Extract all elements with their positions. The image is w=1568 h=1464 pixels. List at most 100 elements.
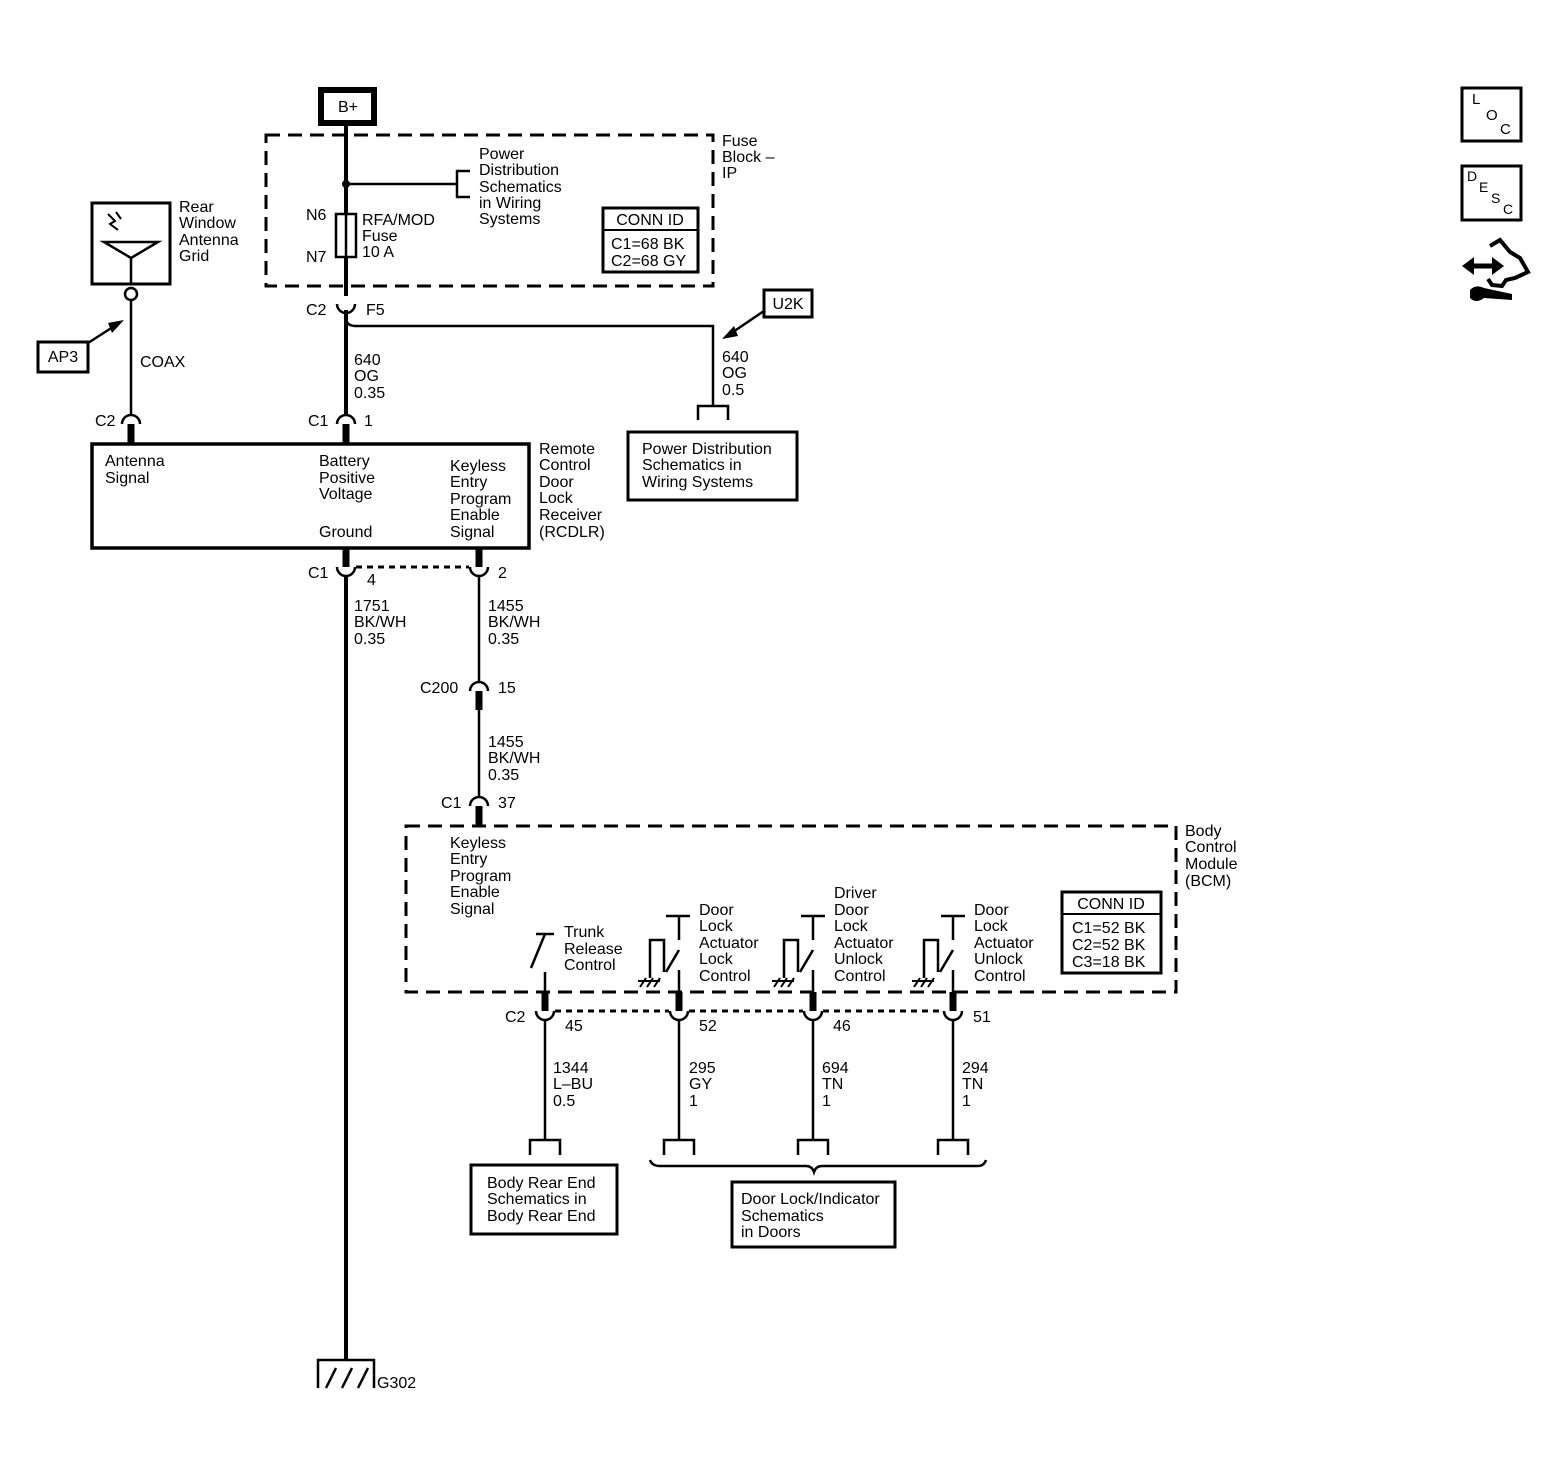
desc-icon[interactable]: D E S C bbox=[1460, 164, 1523, 222]
switch-2-label-1: Door bbox=[699, 902, 734, 919]
door-unlock-switch: Door Lock Actuator Unlock Control bbox=[912, 902, 1034, 992]
power-dist-destination-box bbox=[626, 430, 799, 502]
wire-2-line-1: 295 bbox=[689, 1060, 716, 1077]
branch-wire-line-1: 640 bbox=[722, 349, 749, 366]
power-dist-dest-1: Power Distribution bbox=[642, 441, 772, 458]
arrows-wrench-icon[interactable] bbox=[1462, 237, 1531, 301]
desc-icon-e: E bbox=[1479, 179, 1488, 195]
feed-wire-line-1: 640 bbox=[354, 352, 381, 369]
fuse-conn-id-line-1: C1=68 BK bbox=[611, 236, 685, 253]
rcdlr-keyless-4: Enable bbox=[450, 507, 500, 524]
ground-wire-line-1: 1751 bbox=[354, 598, 390, 615]
antenna-label-1: Rear bbox=[179, 199, 214, 216]
wire-3-line-3: 1 bbox=[822, 1093, 831, 1110]
keyless-wire-1-line-3: 0.35 bbox=[488, 631, 519, 648]
fuse-label-3: 10 A bbox=[362, 244, 394, 261]
fuse-conn-id-box bbox=[601, 206, 700, 274]
desc-icon-c: C bbox=[1503, 201, 1513, 217]
loc-icon-c: C bbox=[1500, 121, 1511, 138]
wire-2-line-3: 1 bbox=[689, 1093, 698, 1110]
bcm-outline bbox=[404, 824, 1178, 994]
switch-2-label-3: Actuator bbox=[699, 935, 759, 952]
power-dist-note-3: Schematics bbox=[479, 179, 562, 196]
rcdlr-antenna-1: Antenna bbox=[105, 453, 165, 470]
branch-wire-u2k bbox=[344, 310, 715, 406]
desc-icon-s: S bbox=[1491, 190, 1500, 206]
rcdlr-battery-2: Positive bbox=[319, 470, 375, 487]
switch-3-label-1: Driver bbox=[834, 885, 877, 902]
rcdlr-name-3: Door bbox=[539, 474, 574, 491]
rcdlr-bottom-conn: C1 bbox=[308, 565, 329, 582]
rcdlr-battery-1: Battery bbox=[319, 453, 370, 470]
pin-45: 45 bbox=[565, 1018, 583, 1035]
power-dist-note-2: Distribution bbox=[479, 162, 559, 179]
body-rear-2: Schematics in bbox=[487, 1191, 587, 1208]
fuse-label-2: Fuse bbox=[362, 228, 398, 245]
fuse-conn-id-title: CONN ID bbox=[616, 212, 684, 229]
rcdlr-name-6: (RCDLR) bbox=[539, 524, 605, 541]
output-wires: 1344 L–BU 0.5 295 GY 1 694 TN 1 294 TN 1 bbox=[528, 1020, 989, 1176]
rcdlr-bottom-connectors: C1 4 2 bbox=[308, 548, 507, 589]
u2k-ref-label: U2K bbox=[772, 296, 803, 313]
fuse-terminal-n6: N6 bbox=[306, 207, 327, 224]
door-lock-dest-box bbox=[730, 1180, 897, 1249]
fuse-block-outline bbox=[264, 133, 715, 288]
inline-conn-pin: 15 bbox=[498, 680, 516, 697]
switch-1-label-2: Release bbox=[564, 941, 623, 958]
ground-symbol-icon bbox=[316, 1358, 376, 1388]
loc-icon-l: L bbox=[1472, 91, 1480, 108]
rcdlr-keyless-5: Signal bbox=[450, 524, 494, 541]
switch-4-label-3: Actuator bbox=[974, 935, 1034, 952]
bcm-name-3: Module bbox=[1185, 856, 1238, 873]
power-dist-bracket bbox=[455, 169, 470, 199]
fuse-label-1: RFA/MOD bbox=[362, 212, 435, 229]
rear-window-antenna: Rear Window Antenna Grid COAX AP3 bbox=[36, 199, 239, 414]
keyless-wire-2-line-3: 0.35 bbox=[488, 767, 519, 784]
bcm-conn-id-line-2: C2=52 BK bbox=[1072, 937, 1146, 954]
loc-icon[interactable]: L O C bbox=[1460, 86, 1523, 143]
power-dist-dest-3: Wiring Systems bbox=[642, 474, 753, 491]
bcm-keyless-4: Enable bbox=[450, 884, 500, 901]
switch-4-label-1: Door bbox=[974, 902, 1009, 919]
fuse-conn-id-line-2: C2=68 GY bbox=[611, 253, 686, 270]
rcdlr-top-connectors: C2 C1 1 bbox=[95, 413, 373, 444]
switch-1-label-3: Control bbox=[564, 957, 616, 974]
bcm-conn-id-line-3: C3=18 BK bbox=[1072, 954, 1146, 971]
bcm-keyless-1: Keyless bbox=[450, 835, 506, 852]
switch-1-label-1: Trunk bbox=[564, 924, 605, 941]
bcm-keyless-5: Signal bbox=[450, 901, 494, 918]
bcm-name-4: (BCM) bbox=[1185, 873, 1231, 890]
ground-id: G302 bbox=[377, 1375, 416, 1392]
fuse-block-label-1: Fuse bbox=[722, 133, 758, 150]
switch-3-label-3: Lock bbox=[834, 918, 869, 935]
wire-3-line-1: 694 bbox=[822, 1060, 849, 1077]
bcm-bottom-conn: C2 bbox=[505, 1009, 526, 1026]
rcdlr-box bbox=[90, 442, 531, 550]
pin-46: 46 bbox=[833, 1018, 851, 1035]
switch-2-label-5: Control bbox=[699, 968, 751, 985]
pin-51: 51 bbox=[973, 1009, 991, 1026]
rcdlr-keyless-1: Keyless bbox=[450, 458, 506, 475]
trunk-release-switch: Trunk Release Control bbox=[529, 924, 623, 992]
bcm-conn-id-line-1: C1=52 BK bbox=[1072, 920, 1146, 937]
destinations: Body Rear End Schematics in Body Rear En… bbox=[469, 1163, 897, 1249]
rcdlr-keyless-3: Program bbox=[450, 491, 511, 508]
ap3-ref-box bbox=[36, 340, 90, 374]
keyless-circuit: 1455 BK/WH 0.35 C200 15 1455 BK/WH 0.35 … bbox=[420, 576, 540, 826]
keyless-wire-2-line-1: 1455 bbox=[488, 734, 524, 751]
u2k-ref-box bbox=[762, 288, 814, 319]
keyless-wire-2-line-2: BK/WH bbox=[488, 750, 540, 767]
bcm-keyless-conn: C1 bbox=[441, 795, 462, 812]
bcm-name-2: Control bbox=[1185, 839, 1237, 856]
wire-4-line-3: 1 bbox=[962, 1093, 971, 1110]
fuse-block-ip: Fuse Block – IP Power Distribution Schem… bbox=[264, 123, 775, 296]
wire-4-line-2: TN bbox=[962, 1076, 983, 1093]
u2k-branch: U2K 640 OG 0.5 Power Distribution Schema… bbox=[626, 288, 814, 502]
wire-1-line-1: 1344 bbox=[553, 1060, 589, 1077]
door-lock-lock-switch: Door Lock Actuator Lock Control bbox=[638, 902, 759, 992]
body-rear-1: Body Rear End bbox=[487, 1175, 596, 1192]
driver-door-unlock-switch: Driver Door Lock Actuator Unlock Control bbox=[772, 885, 894, 992]
switch-4-label-4: Unlock bbox=[974, 951, 1024, 968]
bcm-name-1: Body bbox=[1185, 823, 1221, 840]
